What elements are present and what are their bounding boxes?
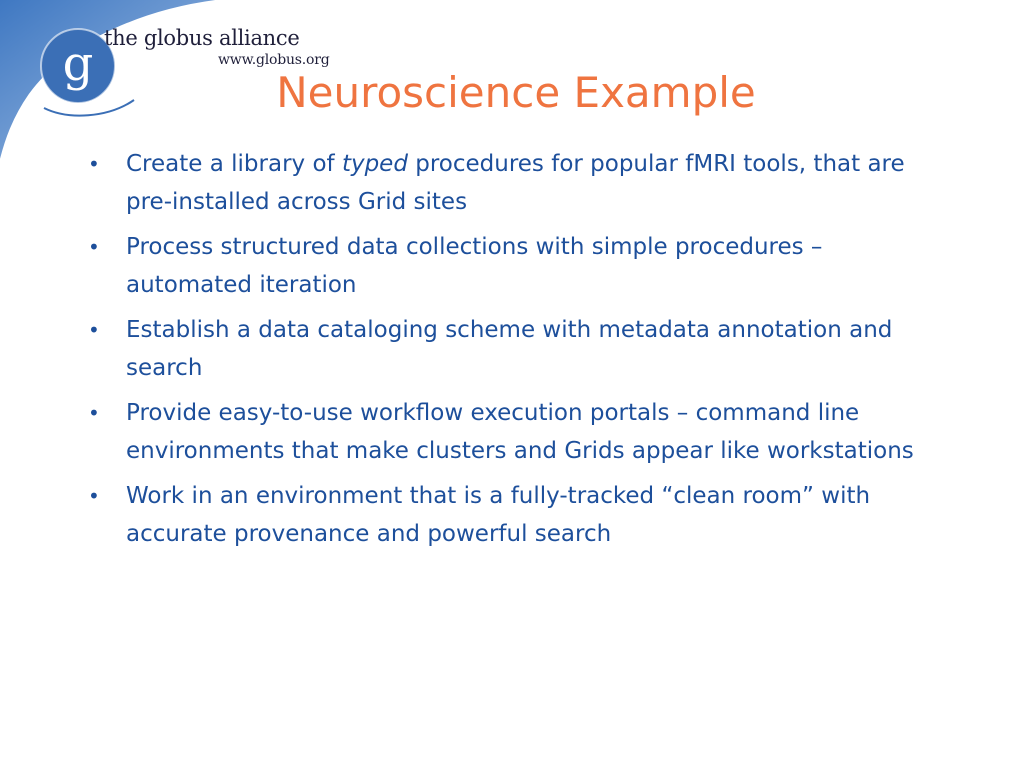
brand-url: www.globus.org — [218, 52, 330, 68]
bullet-dot: • — [88, 318, 100, 342]
bullet-text-emphasis: typed — [341, 151, 408, 177]
bullet-dot: • — [88, 484, 100, 508]
bullet-text: Work in an environment that is a fully-t… — [126, 483, 871, 547]
bullet-item: • Process structured data collections wi… — [88, 229, 948, 304]
bullet-dot: • — [88, 152, 100, 176]
bullet-text: Establish a data cataloging scheme with … — [126, 317, 893, 381]
bullet-dot: • — [88, 401, 100, 425]
bullet-item: • Create a library of typed procedures f… — [88, 146, 948, 221]
bullet-text: Process structured data collections with… — [126, 234, 823, 298]
bullet-text: Create a library of typed procedures for… — [126, 151, 905, 215]
bullet-list: • Create a library of typed procedures f… — [88, 146, 948, 561]
slide-title: Neuroscience Example — [276, 68, 756, 117]
logo-letter: g — [63, 36, 94, 92]
brand-name: the globus alliance — [104, 26, 300, 50]
bullet-dot: • — [88, 235, 100, 259]
bullet-text-end: procedures for popular fMRI tools, that … — [126, 151, 905, 215]
bullet-text-start: Create a library of — [126, 151, 342, 177]
bullet-item: • Establish a data cataloging scheme wit… — [88, 312, 948, 387]
bullet-item: • Provide easy-to-use workflow execution… — [88, 395, 948, 470]
globus-g-logo-icon: g — [40, 28, 135, 117]
bullet-text: Provide easy-to-use workflow execution p… — [126, 400, 914, 464]
bullet-item: • Work in an environment that is a fully… — [88, 478, 948, 553]
